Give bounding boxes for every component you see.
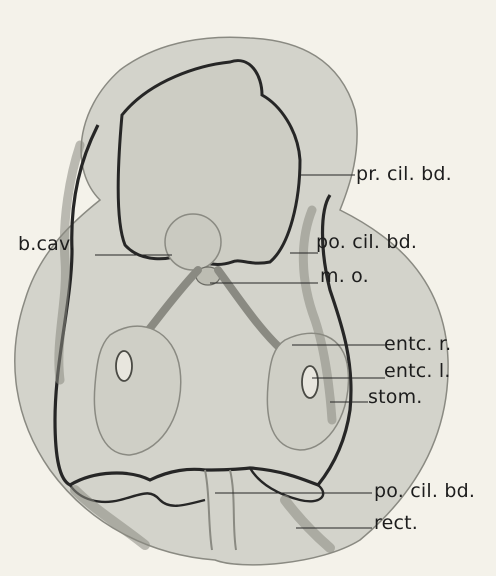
label-stom: stom. — [368, 386, 423, 408]
enterocoel-right-body — [302, 366, 318, 398]
label-po-cil-bd-lower: po. cil. bd. — [374, 480, 475, 502]
label-b-cav: b.cav. — [18, 233, 75, 255]
label-entc-r: entc. r. — [384, 333, 451, 355]
buccal-cavity — [165, 214, 221, 270]
enterocoel-left-body — [116, 351, 132, 381]
label-rect: rect. — [374, 512, 418, 534]
label-pr-cil-bd: pr. cil. bd. — [356, 163, 452, 185]
label-m-o: m. o. — [320, 265, 369, 287]
label-entc-l: entc. l. — [384, 360, 451, 382]
label-po-cil-bd-upper: po. cil. bd. — [316, 231, 417, 253]
